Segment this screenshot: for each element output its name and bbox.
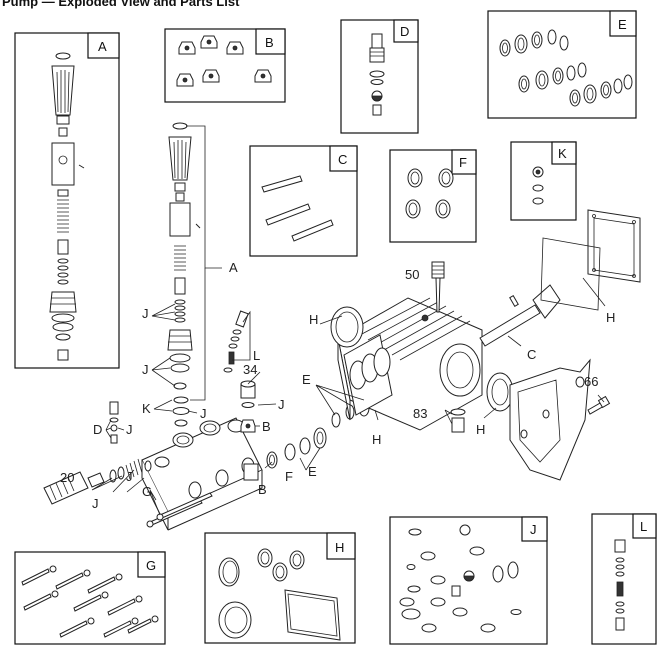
pump-manifold (141, 417, 263, 531)
callout-n50: 50 (405, 267, 419, 282)
callout-e2: E (302, 372, 311, 387)
callout-j2: J (142, 362, 149, 377)
kit-box-e: E (487, 10, 637, 119)
callout-n83: 83 (413, 406, 427, 421)
callout-labels: A J J K J D J L 34 J B 20 J G J B F E E … (60, 260, 615, 511)
kit-label-l: L (640, 519, 647, 534)
kit-label-f: F (459, 155, 467, 170)
plug (176, 35, 272, 87)
manifold-bolts (146, 492, 213, 528)
crankcase (337, 297, 483, 431)
kit-box-d: D (340, 19, 419, 134)
callout-h1: H (309, 312, 318, 327)
crankshaft (479, 284, 561, 347)
callout-a: A (229, 260, 238, 275)
leader-lines (91, 125, 606, 516)
callout-e1: E (308, 464, 317, 479)
callout-h2: H (372, 432, 381, 447)
item-20-fitting (43, 458, 152, 505)
kit-box-h: H (204, 532, 356, 644)
kit-label-g: G (146, 558, 156, 573)
callout-d: D (93, 422, 102, 437)
kit-box-k: K (510, 141, 577, 221)
kit-box-j: J (389, 516, 548, 645)
callout-j4: J (126, 422, 133, 437)
kit-label-h: H (335, 540, 344, 555)
kit-box-c: C (249, 145, 358, 257)
rear-cover (540, 209, 641, 311)
kit-box-g: G (14, 551, 166, 645)
callout-k: K (142, 401, 151, 416)
kit-box-l: L (591, 513, 657, 645)
bolts (21, 565, 159, 638)
mounting-bracket (509, 358, 591, 481)
kit-label-k: K (558, 146, 567, 161)
callout-j3: J (200, 406, 207, 421)
callout-l: L (253, 348, 260, 363)
callout-j6: J (126, 469, 133, 484)
kit-box-f: F (389, 149, 477, 243)
item-50-dipstick (431, 261, 445, 313)
callout-n34: 34 (243, 362, 257, 377)
item-d-valve (109, 401, 119, 444)
callout-f: F (285, 469, 293, 484)
kit-label-d: D (400, 24, 409, 39)
kit-label-c: C (338, 152, 347, 167)
item-66-bolt (587, 395, 611, 415)
unloader-stack (167, 122, 201, 427)
callout-j1: J (142, 306, 149, 321)
callout-j7: J (92, 496, 99, 511)
callout-n66: 66 (584, 374, 598, 389)
kit-label-b: B (265, 35, 274, 50)
callout-b1: B (262, 419, 271, 434)
callout-b2: B (258, 482, 267, 497)
page-title: Pump — Exploded View and Parts List (2, 0, 240, 9)
callout-h3: H (476, 422, 485, 437)
seal-rings (499, 29, 633, 107)
kit-label-a: A (98, 39, 107, 54)
o-rings (399, 524, 522, 633)
item-83-drain (450, 408, 466, 433)
item-l-stack (223, 310, 249, 373)
item-34-plug (240, 380, 256, 433)
callout-c: C (527, 347, 536, 362)
callout-g: G (142, 484, 152, 499)
callout-j5: J (278, 397, 285, 412)
kit-label-e: E (618, 17, 627, 32)
kit-label-j: J (530, 522, 537, 537)
callout-h4: H (606, 310, 615, 325)
kit-box-a: A (14, 32, 120, 369)
callout-n20: 20 (60, 470, 74, 485)
kit-box-b: B (164, 28, 286, 103)
